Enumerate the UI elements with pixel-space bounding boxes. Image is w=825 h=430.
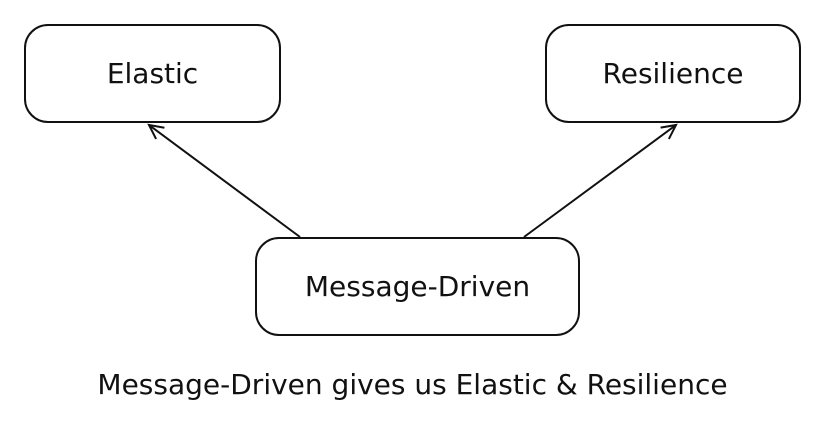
edge-message-driven-to-resilience	[523, 123, 678, 238]
node-resilience-label: Resilience	[602, 56, 744, 90]
edge-message-driven-to-elastic	[147, 123, 301, 238]
node-elastic: Elastic	[24, 24, 281, 123]
node-message-driven-label: Message-Driven	[304, 269, 531, 303]
node-elastic-label: Elastic	[106, 56, 199, 90]
diagram-caption: Message-Driven gives us Elastic & Resili…	[97, 368, 728, 401]
node-message-driven: Message-Driven	[255, 237, 580, 336]
node-resilience: Resilience	[545, 24, 801, 123]
